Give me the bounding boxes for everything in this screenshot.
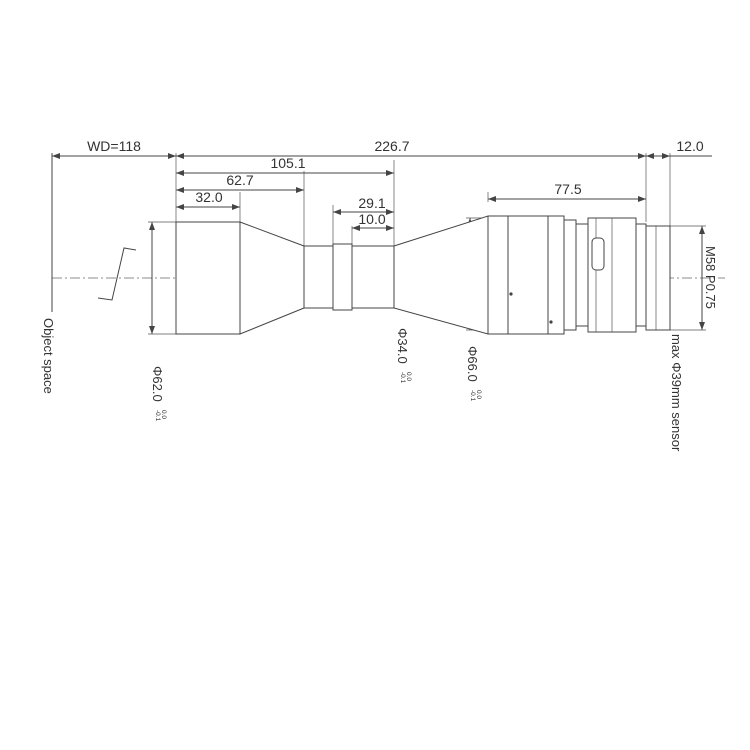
waist-diameter-label: Φ34.0 xyxy=(395,328,410,364)
mount-thread xyxy=(645,225,671,331)
rear-barrel-a xyxy=(487,215,509,335)
dimension-arrowheads xyxy=(52,153,670,231)
front-diameter-tol-lower: -0.1 xyxy=(154,410,161,422)
dim-label-62: 62.7 xyxy=(226,172,253,188)
rear-barrel-c xyxy=(547,215,565,335)
rear-ring-d xyxy=(563,219,577,331)
dim-label-226: 226.7 xyxy=(374,138,409,154)
front-diameter-label: Φ62.0 xyxy=(150,366,165,402)
waist-ring xyxy=(332,243,353,311)
iris-slot xyxy=(591,237,605,271)
dim-label-32: 32.0 xyxy=(195,189,222,205)
rear-ring-e xyxy=(575,223,589,327)
front-taper xyxy=(239,221,305,335)
dim-label-12: 12.0 xyxy=(676,138,703,154)
lens-body xyxy=(175,215,671,335)
sensor-size-label: max Φ39mm sensor xyxy=(669,334,684,452)
dim-label-10: 10.0 xyxy=(358,211,385,227)
set-screw-2 xyxy=(549,320,553,324)
dim-label-105: 105.1 xyxy=(270,155,305,171)
set-screw-1 xyxy=(509,292,513,296)
rear-diameter-tol-upper: 0.0 xyxy=(475,390,482,399)
waist-diameter-tol-lower: -0.1 xyxy=(399,372,406,384)
front-barrel xyxy=(175,221,241,335)
rear-taper xyxy=(393,215,489,335)
dim-label-wd: WD=118 xyxy=(87,138,141,154)
dim-label-29: 29.1 xyxy=(358,195,385,211)
mount-thread-label: M58 P0.75 xyxy=(703,246,718,309)
object-space-label: Object space xyxy=(41,318,56,394)
dimension-lines xyxy=(52,155,712,229)
axis-break-symbol xyxy=(97,247,137,301)
dim-label-77: 77.5 xyxy=(554,181,581,197)
rear-barrel-b xyxy=(507,215,549,335)
rear-diameter-label: Φ66.0 xyxy=(465,346,480,382)
waist-diameter-tol-upper: 0.0 xyxy=(405,372,412,381)
rear-ring-f xyxy=(635,223,647,327)
rear-diameter-tol-lower: -0.1 xyxy=(469,390,476,402)
front-diameter-tol-upper: 0.0 xyxy=(160,410,167,419)
